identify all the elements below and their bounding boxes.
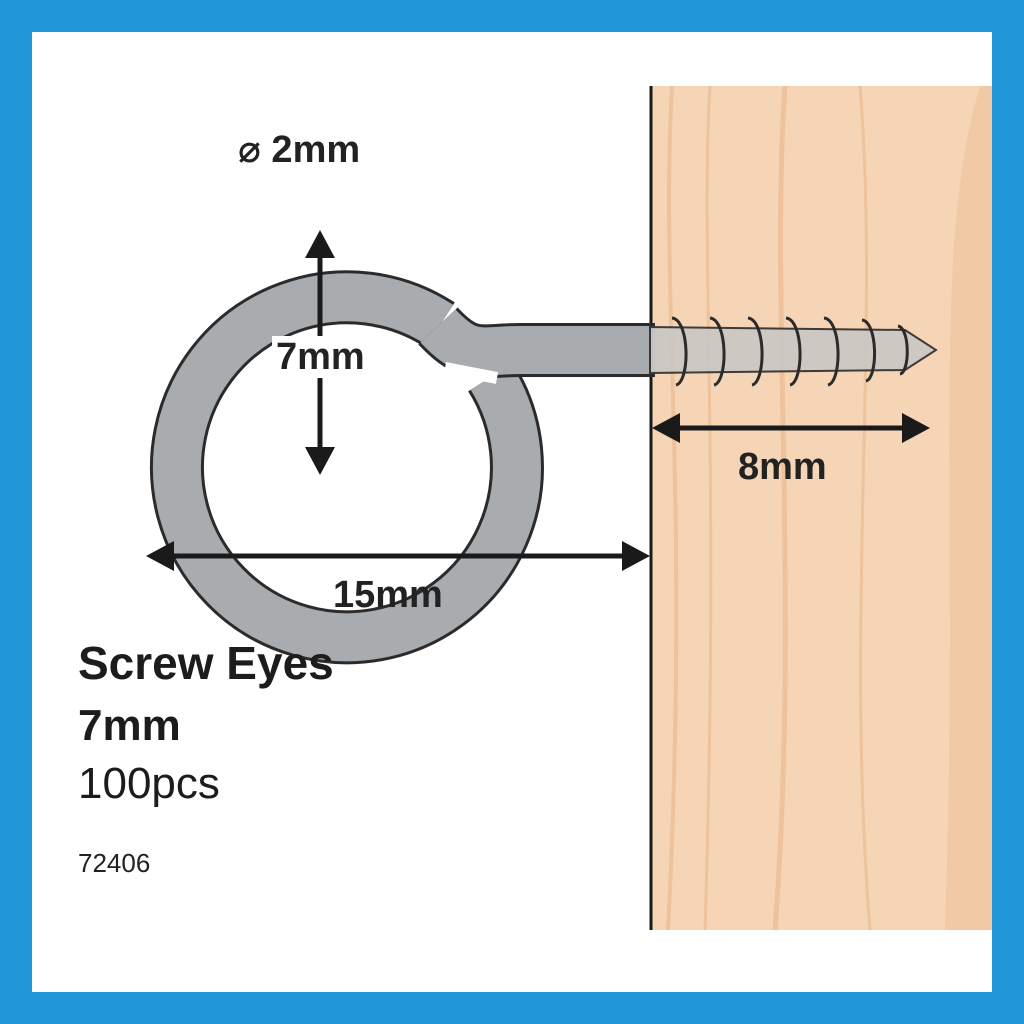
thread-length-label: 8mm xyxy=(738,446,827,488)
dimension-arrow-icon xyxy=(146,230,930,571)
overall-length-label: 15mm xyxy=(333,574,443,616)
product-name: Screw Eyes xyxy=(78,637,334,689)
product-code: 72406 xyxy=(78,848,151,878)
product-quantity: 100pcs xyxy=(78,759,220,808)
eye-inner-diameter-label: 7mm xyxy=(272,336,369,378)
wood-block-icon xyxy=(649,85,992,931)
wire-diameter-label: ⌀ 2mm xyxy=(238,129,361,171)
product-size: 7mm xyxy=(78,701,181,750)
screw-eye-icon xyxy=(149,270,938,665)
